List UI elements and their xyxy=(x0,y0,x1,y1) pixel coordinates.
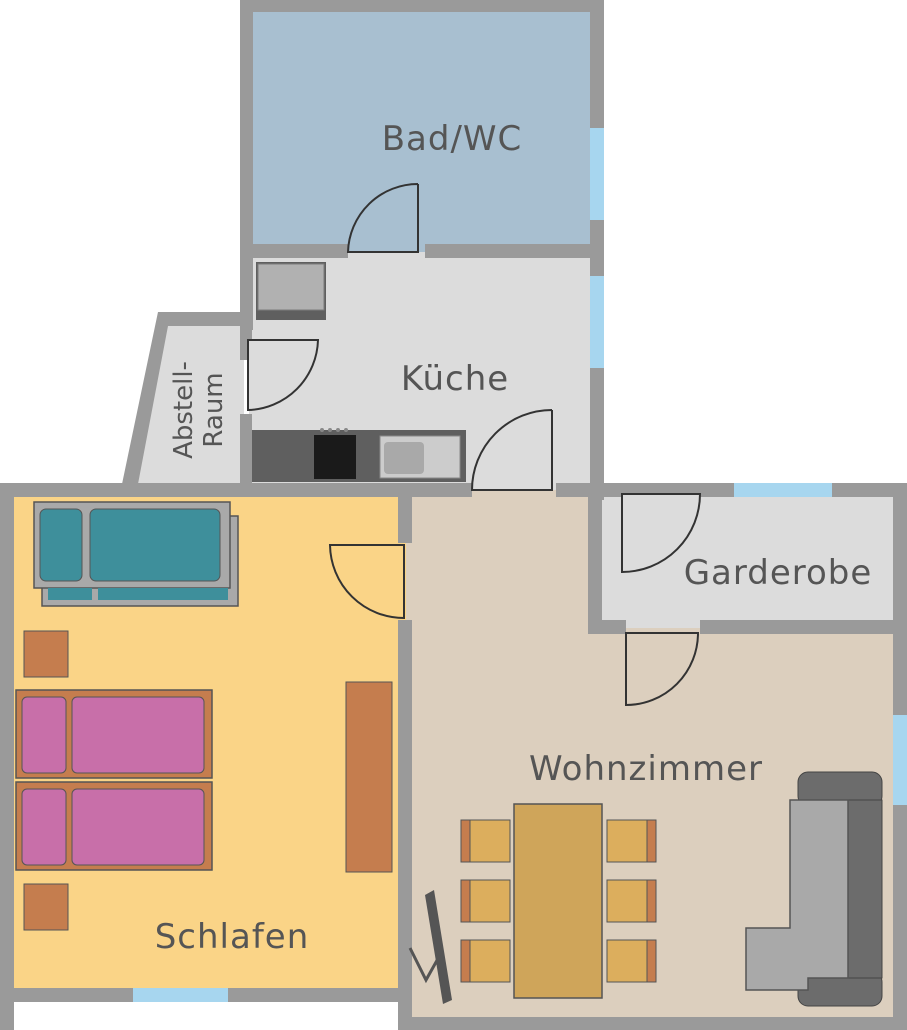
sink-icon xyxy=(379,435,461,479)
nightstand xyxy=(23,630,69,678)
bad-floor xyxy=(249,8,596,252)
dining-table-icon xyxy=(513,803,603,999)
window-icon xyxy=(590,128,604,220)
door-swing-icon xyxy=(470,409,553,491)
door-swing-icon xyxy=(346,183,419,253)
room-label-bad: Bad/WC xyxy=(382,119,523,159)
chairs-left xyxy=(460,819,511,983)
door-swing-icon xyxy=(621,493,702,574)
window-icon xyxy=(893,715,907,805)
chair-icon xyxy=(606,939,657,983)
chair-icon xyxy=(606,819,657,863)
window-icon xyxy=(734,483,832,497)
oven-icon xyxy=(256,262,326,320)
chair-icon xyxy=(460,879,511,923)
window-icon xyxy=(133,988,228,1002)
wardrobe xyxy=(345,681,393,873)
kitchen-counter xyxy=(252,428,466,482)
stove-icon xyxy=(314,435,356,479)
door-swing-icon xyxy=(247,339,320,412)
window-icon xyxy=(590,276,604,368)
chair-icon xyxy=(460,819,511,863)
chair-icon xyxy=(606,879,657,923)
room-label-abstell-line1: Abstell- xyxy=(169,361,199,459)
room-label-abstell-line2: Raum xyxy=(199,372,229,447)
nightstand xyxy=(23,883,69,931)
bed-icon xyxy=(15,689,213,871)
doors xyxy=(247,183,702,707)
chair-icon xyxy=(460,939,511,983)
room-label-schlafen: Schlafen xyxy=(155,917,310,957)
sofa-bed xyxy=(33,501,239,607)
floor-lamp-icon xyxy=(408,890,452,1004)
room-label-wohnzimmer: Wohnzimmer xyxy=(529,749,763,789)
room-label-kueche: Küche xyxy=(401,359,509,399)
sofa-icon xyxy=(745,771,883,1007)
windows xyxy=(133,128,907,1002)
door-swing-icon xyxy=(625,632,700,707)
chairs-right xyxy=(606,819,657,983)
door-swing-icon xyxy=(328,544,405,620)
room-label-garderobe: Garderobe xyxy=(684,553,873,593)
